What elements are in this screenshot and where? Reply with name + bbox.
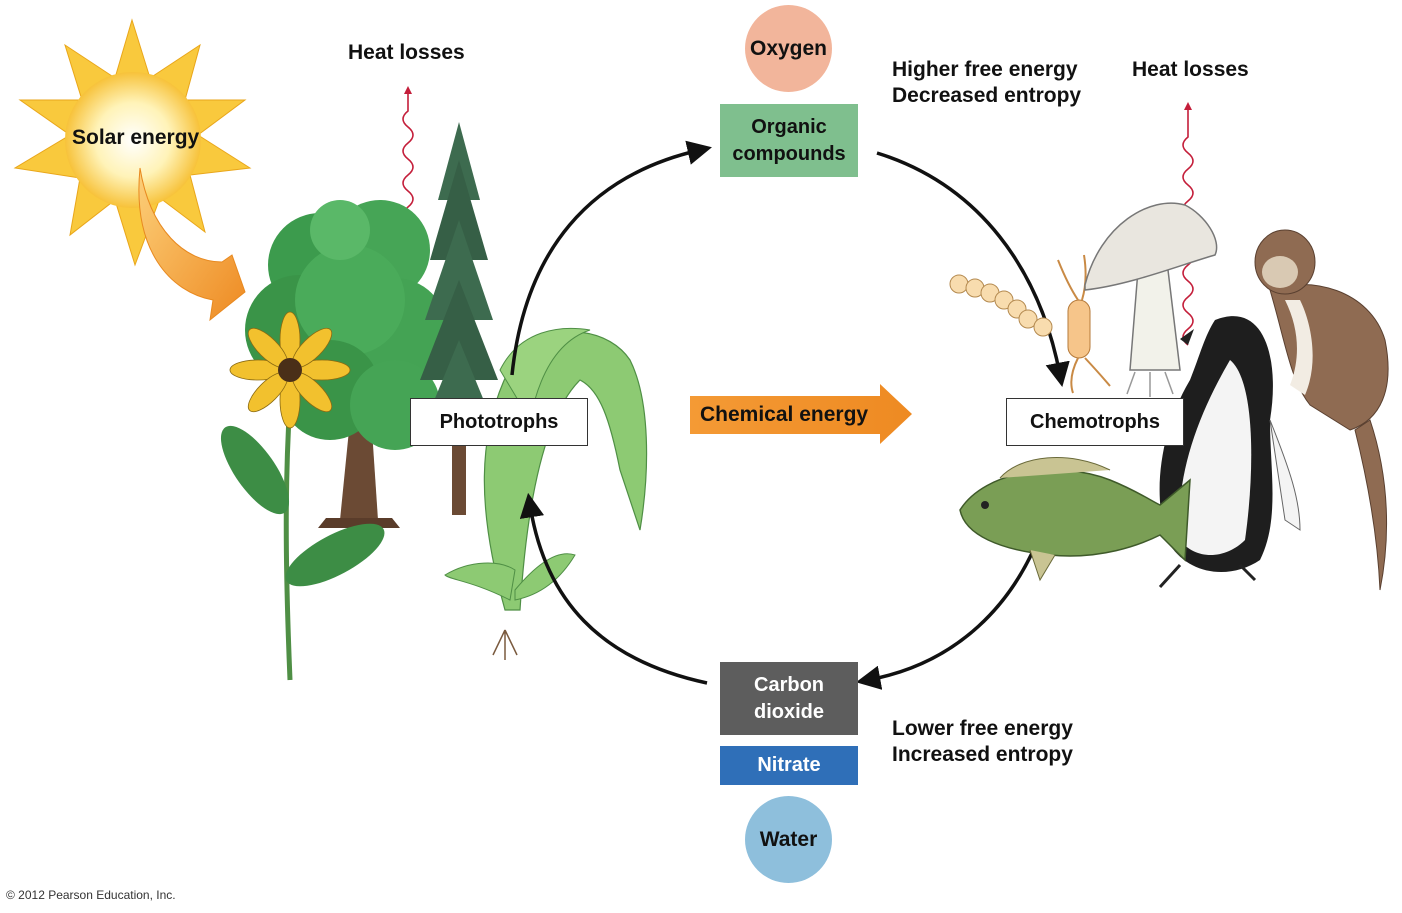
organic-compounds-box: Organic compounds [720, 104, 858, 177]
chemotrophs-box: Chemotrophs [1006, 398, 1184, 446]
chemical-energy-arrow [690, 384, 912, 444]
deciduous-tree-icon [245, 200, 447, 528]
carbon-line1: Carbon [754, 673, 824, 696]
cycle-arrow-down-right [876, 151, 1070, 388]
mushroom-icon [1084, 202, 1218, 397]
higher-free-energy-label: Higher free energy [892, 58, 1078, 81]
chemical-energy-label: Chemical energy [700, 403, 869, 426]
copyright-notice: © 2012 Pearson Education, Inc. [6, 888, 176, 902]
water-label: Water [759, 827, 818, 851]
rod-bacterium-icon [1057, 254, 1111, 394]
lower-free-energy-label: Lower free energy [892, 717, 1073, 740]
fish-icon [959, 457, 1191, 582]
bacteria-chain-icon [949, 274, 1053, 337]
cycle-arrow-bottom-left [519, 492, 708, 685]
nitrate-label: Nitrate [757, 754, 821, 776]
phototrophs-label: Phototrophs [439, 410, 559, 433]
chemotrophs-label: Chemotrophs [1030, 410, 1160, 433]
cycle-arrow-up [510, 140, 712, 376]
increased-entropy-label: Increased entropy [892, 743, 1073, 766]
oxygen-label: Oxygen [749, 36, 828, 60]
phototrophs-box: Phototrophs [410, 398, 588, 446]
nitrate-box: Nitrate [720, 746, 858, 785]
oxygen-circle: Oxygen [745, 5, 832, 92]
carbon-line2: dioxide [753, 700, 824, 723]
sunflower-icon [220, 311, 385, 681]
carbon-dioxide-box: Carbon dioxide [720, 662, 858, 735]
heat-losses-right-label: Heat losses [1132, 58, 1249, 81]
monkey-icon [1254, 229, 1389, 591]
organic-line2: compounds [732, 142, 846, 165]
decreased-entropy-label: Decreased entropy [892, 84, 1082, 107]
solar-energy-label: Solar energy [72, 126, 200, 149]
organic-line1: Organic [751, 115, 827, 138]
solar-energy-arrow [138, 167, 246, 322]
sun-icon [13, 18, 252, 267]
water-circle: Water [745, 796, 832, 883]
heat-losses-left-label: Heat losses [348, 41, 465, 64]
